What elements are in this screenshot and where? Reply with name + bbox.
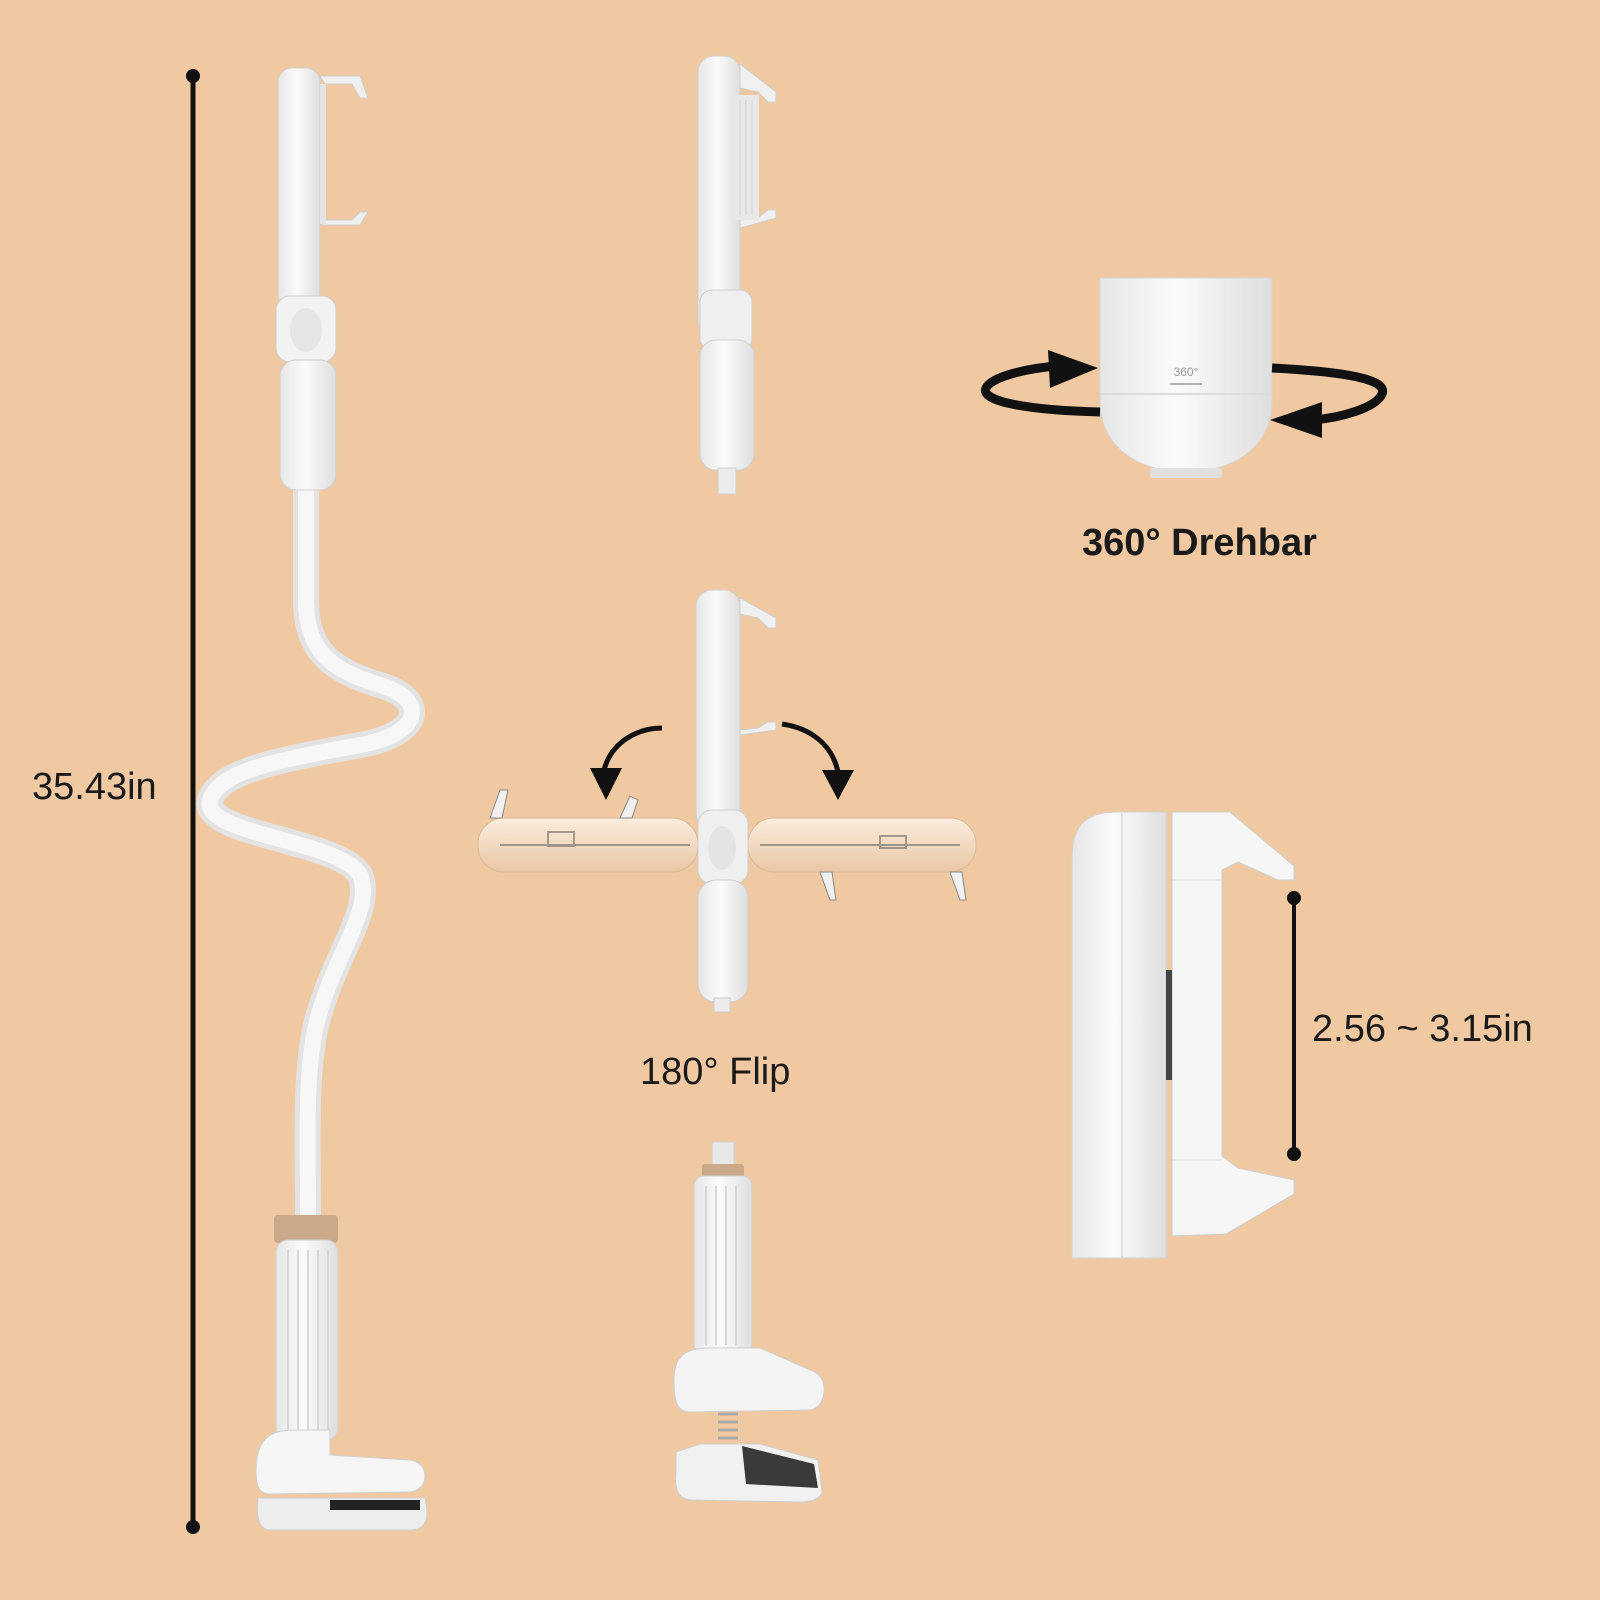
gooseneck-stand-full <box>196 67 428 1531</box>
rotation-knob: 360° <box>1099 277 1273 478</box>
circular-arrows-icon <box>981 350 1388 438</box>
rotation-label: 360° Drehbar <box>1082 522 1317 564</box>
clamp-range-label: 2.56 ~ 3.15in <box>1312 1008 1533 1050</box>
flip-label: 180° Flip <box>640 1051 791 1093</box>
desk-clamp-closeup <box>673 1141 825 1503</box>
flip-illustration <box>477 589 977 1013</box>
total-height-label: 35.43in <box>32 766 157 808</box>
curved-down-arrow-icon <box>590 721 854 800</box>
holder-jaw-closeup <box>1071 811 1295 1259</box>
height-dimension-line <box>186 69 200 1534</box>
phone-holder-closeup <box>697 55 777 495</box>
knob-mark-text: 360° <box>1174 365 1199 379</box>
clamp-range-dimension-line <box>1287 891 1301 1161</box>
